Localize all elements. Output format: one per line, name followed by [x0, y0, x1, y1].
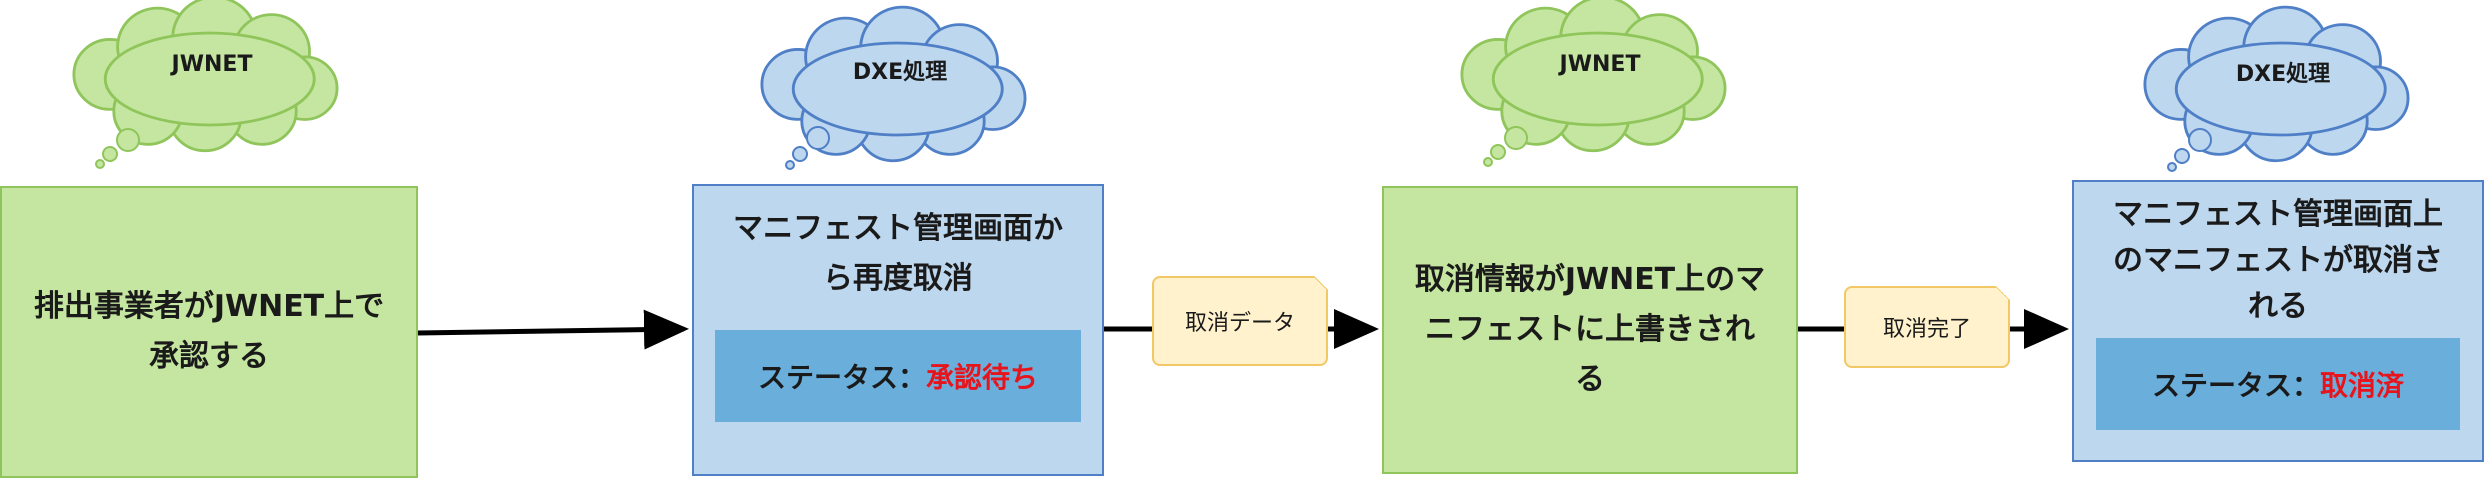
step-2-line-2: ら再度取消	[823, 261, 973, 296]
step-box-1: 排出事業者がJWNET上で 承認する	[0, 186, 418, 478]
step-2-line-1: マニフェスト管理画面か	[733, 211, 1063, 246]
step-1-line-2: 承認する	[149, 339, 269, 374]
step-3-line-1: 取消情報がJWNET上のマ	[1414, 262, 1766, 297]
step-4-line-1: マニフェスト管理画面上	[2113, 197, 2443, 232]
status-value: 承認待ち	[926, 361, 1039, 394]
step-box-4: マニフェスト管理画面上 のマニフェストが取消さ れる ステータス：取消済	[2072, 180, 2484, 462]
step-box-2: マニフェスト管理画面か ら再度取消 ステータス：承認待ち	[692, 184, 1104, 476]
cloud-label-dxe-2: DXE処理	[2235, 62, 2331, 87]
status-value: 取消済	[2320, 369, 2405, 402]
note-label: 取消完了	[1882, 317, 1971, 342]
note-label: 取消データ	[1184, 311, 1295, 336]
arrow-1	[417, 309, 689, 350]
status-badge-4: ステータス：取消済	[2096, 338, 2460, 430]
status-label: ステータス：	[757, 361, 926, 394]
note-cancel-complete: 取消完了	[1844, 286, 2010, 368]
cloud-label-dxe-1: DXE処理	[852, 60, 948, 85]
step-1-line-1: 排出事業者がJWNET上で	[33, 289, 385, 324]
step-4-line-2: のマニフェストが取消さ	[2113, 243, 2443, 278]
step-3-line-3: る	[1575, 362, 1605, 397]
cloud-label-jwnet-2: JWNET	[1559, 52, 1641, 77]
step-3-line-2: ニフェストに上書きされ	[1425, 312, 1755, 347]
status-label: ステータス：	[2151, 369, 2320, 402]
status-badge-2: ステータス：承認待ち	[715, 330, 1081, 422]
note-cancel-data: 取消データ	[1152, 276, 1328, 366]
step-4-line-3: れる	[2248, 289, 2308, 324]
cloud-label-jwnet-1: JWNET	[171, 52, 253, 77]
step-box-3: 取消情報がJWNET上のマ ニフェストに上書きされ る	[1382, 186, 1798, 474]
